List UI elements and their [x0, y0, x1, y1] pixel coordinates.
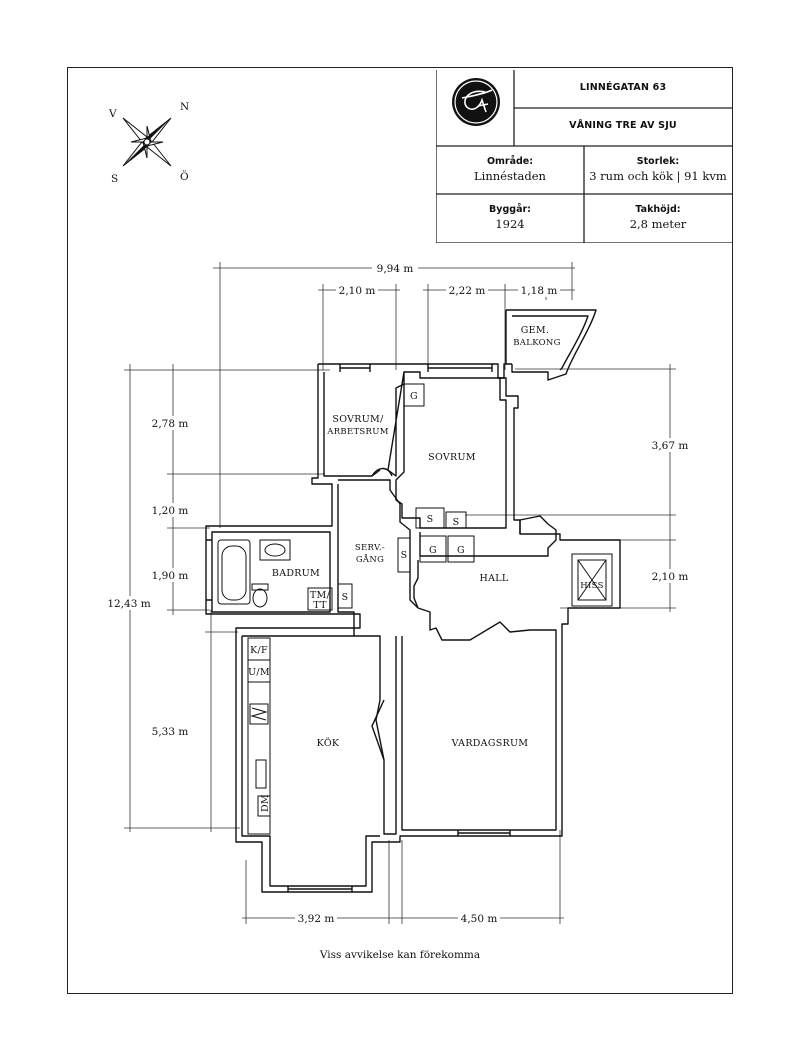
dim-total-width: 9,94 m — [377, 263, 414, 275]
label-sovrum-arb-2: Arbetsrum — [326, 427, 388, 437]
area-value: Linnéstaden — [474, 169, 546, 183]
label-s-3: S — [427, 514, 434, 525]
address-title: LINNÉGATAN 63 — [579, 82, 667, 93]
label-s-2: S — [401, 550, 408, 561]
built-label: Byggår: — [489, 204, 531, 215]
dim-bath-height: 1,90 m — [152, 570, 189, 582]
bathtub-inner — [221, 545, 247, 601]
closet-g-2 — [419, 535, 447, 563]
label-g-1: G — [410, 391, 418, 402]
built-value: 1924 — [495, 217, 525, 231]
label-sovrum: Sovrum — [428, 452, 476, 463]
label-tt: TT — [313, 600, 327, 611]
disclaimer: Viss avvikelse kan förekomma — [319, 949, 481, 961]
dim-kitchen-width: 3,92 m — [298, 913, 335, 925]
label-dm: DM — [260, 794, 271, 812]
dim-sovrum-height: 3,67 m — [652, 440, 689, 452]
tm-tt-box — [307, 587, 333, 611]
dim-kitchen-height: 5,33 m — [152, 726, 189, 738]
monogram-logo — [452, 78, 500, 126]
closet-s-2 — [397, 537, 411, 573]
label-tm: TM/ — [310, 590, 331, 601]
label-s-1: S — [342, 592, 349, 603]
compass-s: S — [111, 173, 118, 185]
label-g-3: G — [457, 545, 465, 556]
compass-o: Ö — [180, 169, 189, 183]
info-grid — [436, 70, 732, 243]
closet-g-1 — [403, 383, 425, 407]
elevator-car — [577, 559, 607, 601]
kitchen-counter — [247, 637, 271, 835]
label-balcony-1: Gem. — [521, 325, 549, 336]
compass-n: N — [180, 101, 189, 113]
area-label: Område: — [486, 156, 534, 167]
toilet-bowl — [252, 588, 268, 608]
label-hall: Hall — [480, 573, 509, 584]
dim-bedroom2-width: 2,22 m — [449, 285, 486, 297]
walls — [205, 309, 621, 893]
dimension-labels: 9,94 m 2,10 m 2,22 m 1,18 m 2,78 m 1,20 … — [104, 261, 692, 925]
closet-s-3 — [415, 507, 445, 529]
built-cell: Byggår: 1924 — [436, 194, 584, 243]
closet-g-3 — [447, 535, 475, 563]
label-g-2: G — [429, 545, 437, 556]
size-cell: Storlek: 3 rum och kök | 91 kvm — [584, 146, 732, 194]
bathtub — [217, 539, 251, 605]
label-kf: K/F — [250, 645, 268, 656]
ceiling-cell: Takhöjd: 2,8 meter — [584, 194, 732, 243]
kitchen-sink — [255, 759, 267, 789]
dishwasher — [257, 795, 271, 817]
room-labels: Gem. balkong Sovrum/ Arbetsrum Sovrum Se… — [248, 325, 603, 812]
label-serv-2: gång — [356, 553, 384, 565]
dim-hall-height: 2,10 m — [652, 571, 689, 583]
label-kok: Kök — [317, 737, 340, 749]
dim-mid-height: 1,20 m — [152, 505, 189, 517]
toilet-tank — [251, 583, 269, 591]
label-badrum: Badrum — [272, 568, 320, 579]
area-cell: Område: Linnéstaden — [436, 146, 584, 194]
label-s-4: S — [453, 517, 460, 528]
compass-rose-icon — [122, 117, 172, 167]
label-hiss: Hiss — [580, 581, 603, 591]
label-sovrum-arb-1: Sovrum/ — [332, 414, 384, 425]
info-block: LINNÉGATAN 63 VÅNING TRE AV SJU Område: … — [436, 70, 732, 243]
dim-bedroom1-width: 2,10 m — [339, 285, 376, 297]
dim-balcony-width: 1,18 m — [521, 285, 558, 297]
ceiling-label: Takhöjd: — [635, 204, 681, 215]
bathroom-sink — [259, 539, 291, 561]
elevator — [571, 553, 613, 607]
closet-s-4 — [445, 511, 467, 529]
dim-top-height: 2,78 m — [152, 418, 189, 430]
closet-s-1 — [337, 583, 353, 609]
size-value: 3 rum och kök | 91 kvm — [589, 169, 727, 183]
page-frame — [67, 67, 733, 994]
label-um: U/M — [248, 667, 270, 678]
compass-v: V — [108, 108, 117, 120]
label-vardagsrum: Vardagsrum — [451, 738, 529, 749]
label-serv-1: Serv.- — [355, 543, 385, 553]
dimension-lines — [124, 262, 676, 924]
dim-total-height: 12,43 m — [107, 598, 150, 610]
stove — [249, 703, 269, 725]
label-balcony-2: balkong — [513, 338, 560, 348]
dim-living-width: 4,50 m — [461, 913, 498, 925]
ceiling-value: 2,8 meter — [629, 217, 687, 231]
size-label: Storlek: — [636, 156, 680, 167]
sink-bowl — [264, 543, 286, 557]
fixtures — [217, 383, 613, 835]
floor-title: VÅNING TRE AV SJU — [569, 120, 677, 131]
